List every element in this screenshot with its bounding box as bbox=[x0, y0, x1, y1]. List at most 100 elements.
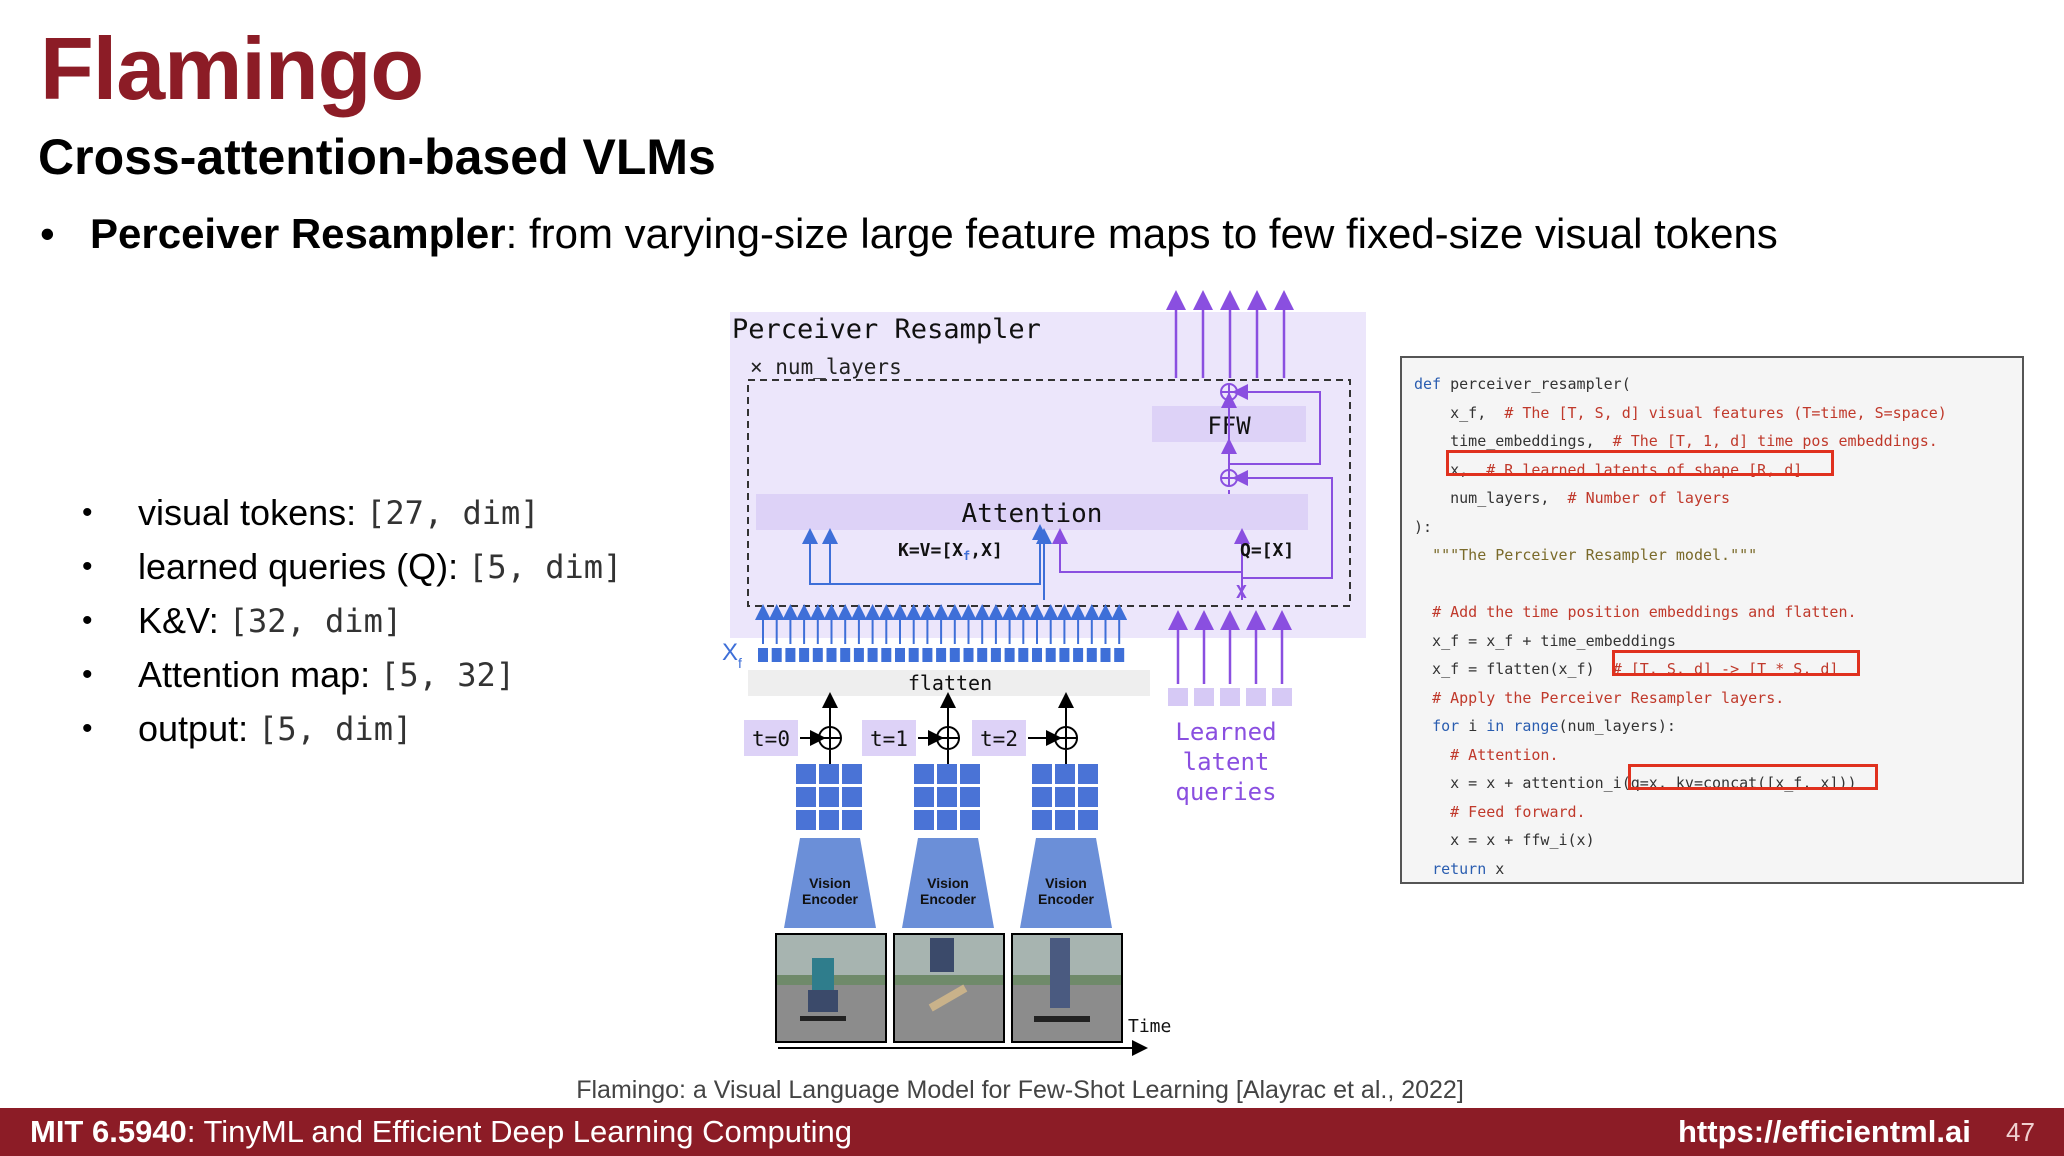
code-line: # Apply the Perceiver Resampler layers. bbox=[1432, 688, 1785, 707]
visual-token bbox=[840, 648, 851, 662]
feature-cell bbox=[960, 787, 980, 807]
q-label: Q=[X] bbox=[1240, 540, 1294, 561]
x-label: X bbox=[1236, 582, 1247, 603]
feature-cell bbox=[796, 810, 816, 830]
sub-bullet-attention-map: • Attention map: [5, 32] bbox=[82, 648, 622, 702]
code-line: time_embeddings, # The [T, 1, d] time po… bbox=[1414, 432, 1938, 450]
slide-title: Flamingo bbox=[40, 19, 424, 118]
svg-text:Encoder: Encoder bbox=[920, 891, 977, 907]
xf-tokens bbox=[758, 648, 1125, 662]
feature-cell bbox=[1078, 810, 1098, 830]
flatten-label: flatten bbox=[908, 671, 992, 695]
sub-bullet-output: • output: [5, dim] bbox=[82, 702, 622, 756]
visual-token bbox=[977, 648, 988, 662]
feature-cell bbox=[819, 787, 839, 807]
code-lines: def perceiver_resampler( x_f, # The [T, … bbox=[1414, 370, 2022, 883]
svg-text:t=2: t=2 bbox=[980, 727, 1018, 751]
visual-token bbox=[785, 648, 796, 662]
visual-token bbox=[853, 648, 864, 662]
highlight-latents bbox=[1446, 450, 1834, 476]
visual-token bbox=[881, 648, 892, 662]
svg-text:Vision: Vision bbox=[927, 875, 969, 891]
feature-cell bbox=[819, 810, 839, 830]
bullet-dot: • bbox=[82, 496, 93, 529]
residual-connections bbox=[1220, 383, 1333, 600]
highlight-flatten-shape bbox=[1612, 650, 1860, 676]
footer-course: MIT 6.5940: TinyML and Efficient Deep Le… bbox=[30, 1114, 852, 1149]
footer-url[interactable]: https://efficientml.ai bbox=[1678, 1114, 1971, 1149]
visual-token bbox=[1018, 648, 1029, 662]
sub-bullet-learned-queries: • learned queries (Q): [5, dim] bbox=[82, 540, 622, 594]
code-line: # Feed forward. bbox=[1450, 802, 1586, 821]
feature-cell bbox=[937, 787, 957, 807]
feature-grid-1 bbox=[914, 764, 980, 830]
visual-token bbox=[1045, 648, 1056, 662]
citation: Flamingo: a Visual Language Model for Fe… bbox=[576, 1076, 1464, 1104]
feature-cell bbox=[914, 810, 934, 830]
code-line: ): bbox=[1414, 517, 1433, 536]
bullet-dot: • bbox=[82, 712, 93, 745]
code-line: x, # R learned latents of shape [R, d] bbox=[1414, 460, 1803, 479]
visual-token bbox=[922, 648, 933, 662]
output-arrows bbox=[1166, 290, 1294, 378]
sub-bullet-value: [27, dim] bbox=[366, 494, 540, 532]
sub-bullet-kv: • K&V: [32, dim] bbox=[82, 594, 622, 648]
code-line: # Add the time position embeddings and f… bbox=[1432, 603, 1857, 621]
xf-arrows bbox=[755, 604, 1128, 644]
visual-token bbox=[908, 648, 919, 662]
visual-token bbox=[963, 648, 974, 662]
feature-cell bbox=[914, 787, 934, 807]
highlight-concat bbox=[1628, 764, 1878, 790]
visual-token bbox=[1032, 648, 1042, 662]
time-embedding-2: t=2 bbox=[972, 692, 1078, 770]
visual-token bbox=[799, 648, 810, 662]
vision-encoder-1: Vision Encoder bbox=[902, 838, 994, 928]
feature-cell bbox=[796, 787, 816, 807]
visual-token bbox=[1114, 648, 1125, 662]
sub-bullet-label: K&V: bbox=[138, 600, 219, 641]
visual-token bbox=[826, 648, 837, 662]
code-panel: def perceiver_resampler( x_f, # The [T, … bbox=[1400, 356, 2024, 884]
learned-query-arrows bbox=[1168, 610, 1292, 684]
feature-cell bbox=[937, 764, 957, 784]
sub-bullet-label: learned queries (Q): bbox=[138, 546, 459, 587]
feature-cell bbox=[842, 810, 862, 830]
code-line: for i in range(num_layers): bbox=[1432, 717, 1676, 735]
visual-token bbox=[1059, 648, 1070, 662]
code-line bbox=[1414, 570, 2022, 599]
svg-text:t=1: t=1 bbox=[870, 727, 908, 751]
visual-token bbox=[949, 648, 960, 662]
svg-text:Vision: Vision bbox=[809, 875, 851, 891]
feature-cell bbox=[1055, 787, 1075, 807]
code-line: def perceiver_resampler( bbox=[1414, 375, 1631, 393]
feature-cell bbox=[914, 764, 934, 784]
feature-cell bbox=[842, 787, 862, 807]
sub-bullet-visual-tokens: • visual tokens: [27, dim] bbox=[82, 486, 622, 540]
feature-cell bbox=[796, 764, 816, 784]
visual-token bbox=[895, 648, 905, 662]
feature-cell bbox=[1032, 810, 1052, 830]
vision-encoder-0: Vision Encoder bbox=[784, 838, 876, 928]
bullet-dot: • bbox=[82, 658, 93, 691]
kv-label: K=V=[Xf,X] bbox=[898, 540, 1003, 563]
visual-token bbox=[867, 648, 878, 662]
feature-cell bbox=[1032, 787, 1052, 807]
code-line: return x bbox=[1432, 859, 1505, 878]
learned-query-tokens bbox=[1168, 688, 1292, 706]
feature-cell bbox=[1055, 764, 1075, 784]
xf-label: Xf bbox=[722, 639, 742, 671]
bullet-dot: • bbox=[40, 210, 55, 257]
footer-bar: MIT 6.5940: TinyML and Efficient Deep Le… bbox=[0, 1108, 2064, 1156]
code-line: x = x + ffw_i(x) bbox=[1414, 831, 1595, 849]
visual-token bbox=[758, 648, 768, 662]
video-frame-2 bbox=[1011, 933, 1123, 1043]
visual-token bbox=[936, 648, 947, 662]
slide-subtitle: Cross-attention-based VLMs bbox=[38, 129, 716, 185]
sub-bullet-value: [5, 32] bbox=[380, 656, 515, 694]
video-frame-0 bbox=[775, 933, 887, 1043]
feature-cell bbox=[937, 810, 957, 830]
sub-bullet-label: Attention map: bbox=[138, 654, 371, 695]
num-layers-label: × num_layers bbox=[750, 355, 902, 379]
visual-token bbox=[771, 648, 782, 662]
learned-label-line3: queries bbox=[1175, 778, 1276, 806]
